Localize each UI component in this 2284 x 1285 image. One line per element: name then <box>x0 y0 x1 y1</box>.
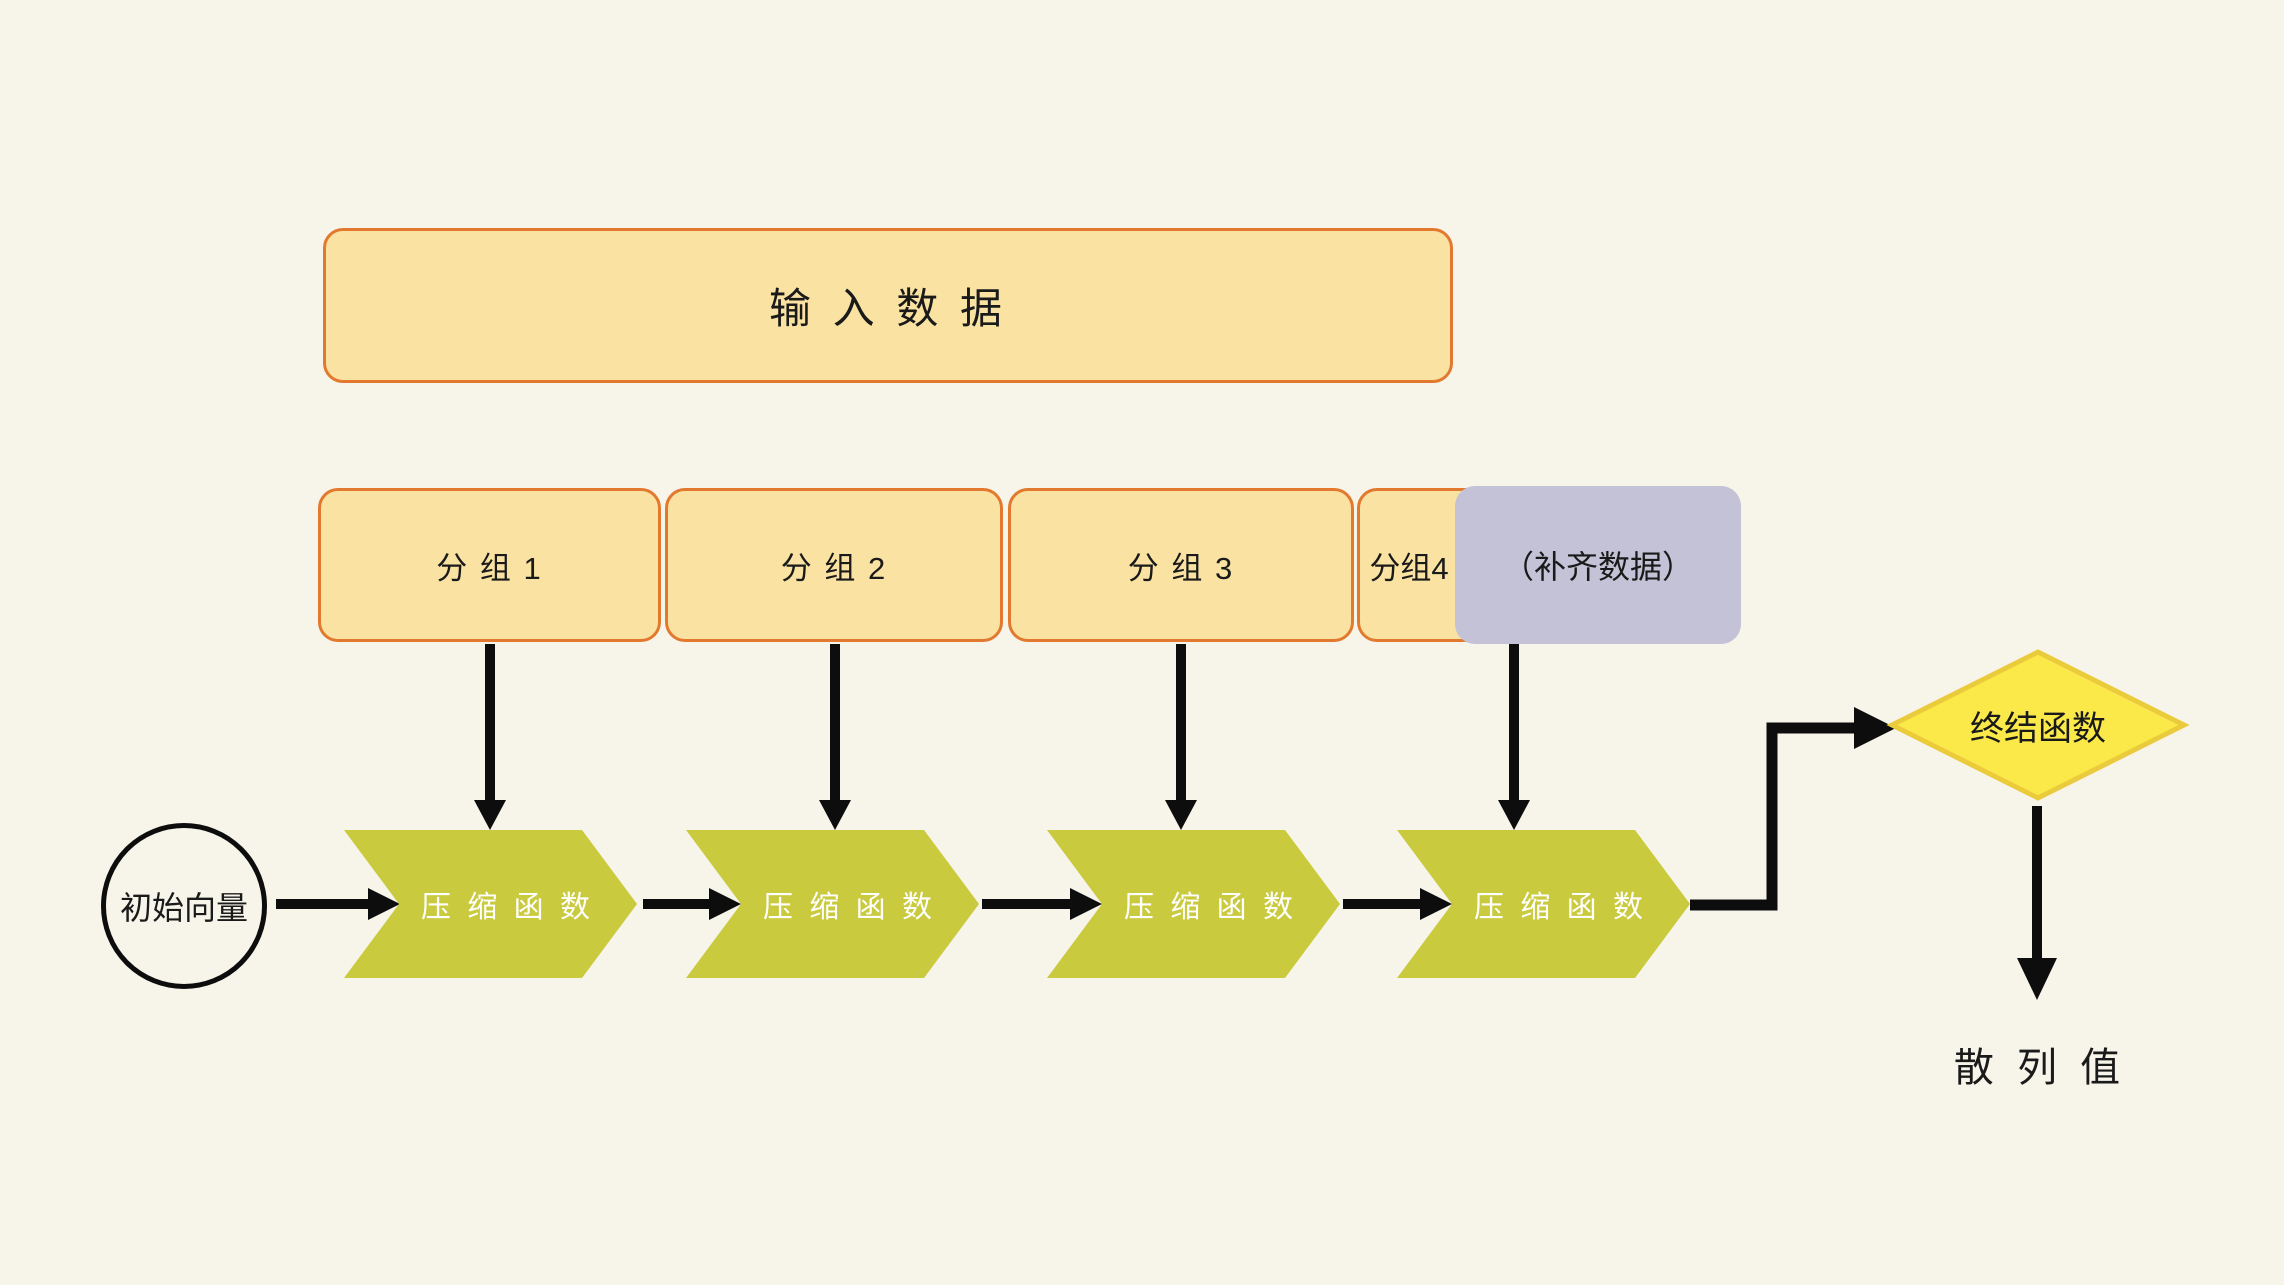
group-2-box: 分 组 2 <box>665 488 1003 642</box>
hash-value-label: 散 列 值 <box>1953 1046 2127 1090</box>
elbow-connector-compress4-to-final <box>1690 722 1856 911</box>
group-1-box: 分 组 1 <box>318 488 661 642</box>
arrow-head-down-icon <box>1498 800 1530 830</box>
group-2-label: 分 组 2 <box>780 550 888 586</box>
group-3-label: 分 组 3 <box>1127 550 1235 586</box>
arrow-head-down-icon <box>819 800 851 830</box>
padding-data-box: （补齐数据） <box>1455 486 1741 644</box>
input-data-label: 输 入 数 据 <box>768 285 1007 332</box>
arrow-shaft <box>643 899 709 909</box>
arrow-compress3-to-compress4 <box>1343 888 1452 920</box>
padding-data-label: （补齐数据） <box>1501 549 1694 585</box>
arrow-shaft <box>1343 899 1420 909</box>
final-function-label: 终结函数 <box>1970 709 2106 748</box>
arrow-shaft <box>982 899 1070 909</box>
compression-function-1-label: 压 缩 函 数 <box>420 891 594 924</box>
group-3-box: 分 组 3 <box>1008 488 1354 642</box>
arrow-head-down-icon <box>1165 800 1197 830</box>
arrow-head-right-icon <box>1854 707 1896 749</box>
arrow-shaft <box>276 899 368 909</box>
arrow-padding-to-compress4 <box>1498 644 1530 830</box>
arrow-final-to-hash-shaft <box>2032 806 2042 960</box>
arrow-group1-to-compress1 <box>474 644 506 830</box>
arrow-shaft <box>1509 644 1519 800</box>
group-1-label: 分 组 1 <box>436 550 543 586</box>
initial-vector-circle: 初始向量 <box>101 823 267 989</box>
arrow-compress2-to-compress3 <box>982 888 1102 920</box>
arrow-shaft <box>485 644 495 800</box>
compression-function-3-label: 压 缩 函 数 <box>1123 891 1297 924</box>
arrow-group3-to-compress3 <box>1165 644 1197 830</box>
arrow-shaft <box>1176 644 1186 800</box>
arrow-head-down-icon <box>2017 958 2057 1000</box>
compression-function-3-chevron: 压 缩 函 数 <box>1047 830 1340 978</box>
arrow-shaft <box>830 644 840 800</box>
compression-function-2-chevron: 压 缩 函 数 <box>686 830 979 978</box>
arrow-iv-to-compress1 <box>276 888 400 920</box>
compression-function-1-chevron: 压 缩 函 数 <box>344 830 637 978</box>
arrow-compress1-to-compress2 <box>643 888 741 920</box>
initial-vector-label: 初始向量 <box>119 890 248 926</box>
arrow-group2-to-compress2 <box>819 644 851 830</box>
input-data-box: 输 入 数 据 <box>323 228 1453 383</box>
arrow-head-down-icon <box>474 800 506 830</box>
compression-function-2-label: 压 缩 函 数 <box>762 891 936 924</box>
compression-function-4-label: 压 缩 函 数 <box>1473 891 1647 924</box>
group-4-label: 分组4 <box>1369 550 1449 586</box>
